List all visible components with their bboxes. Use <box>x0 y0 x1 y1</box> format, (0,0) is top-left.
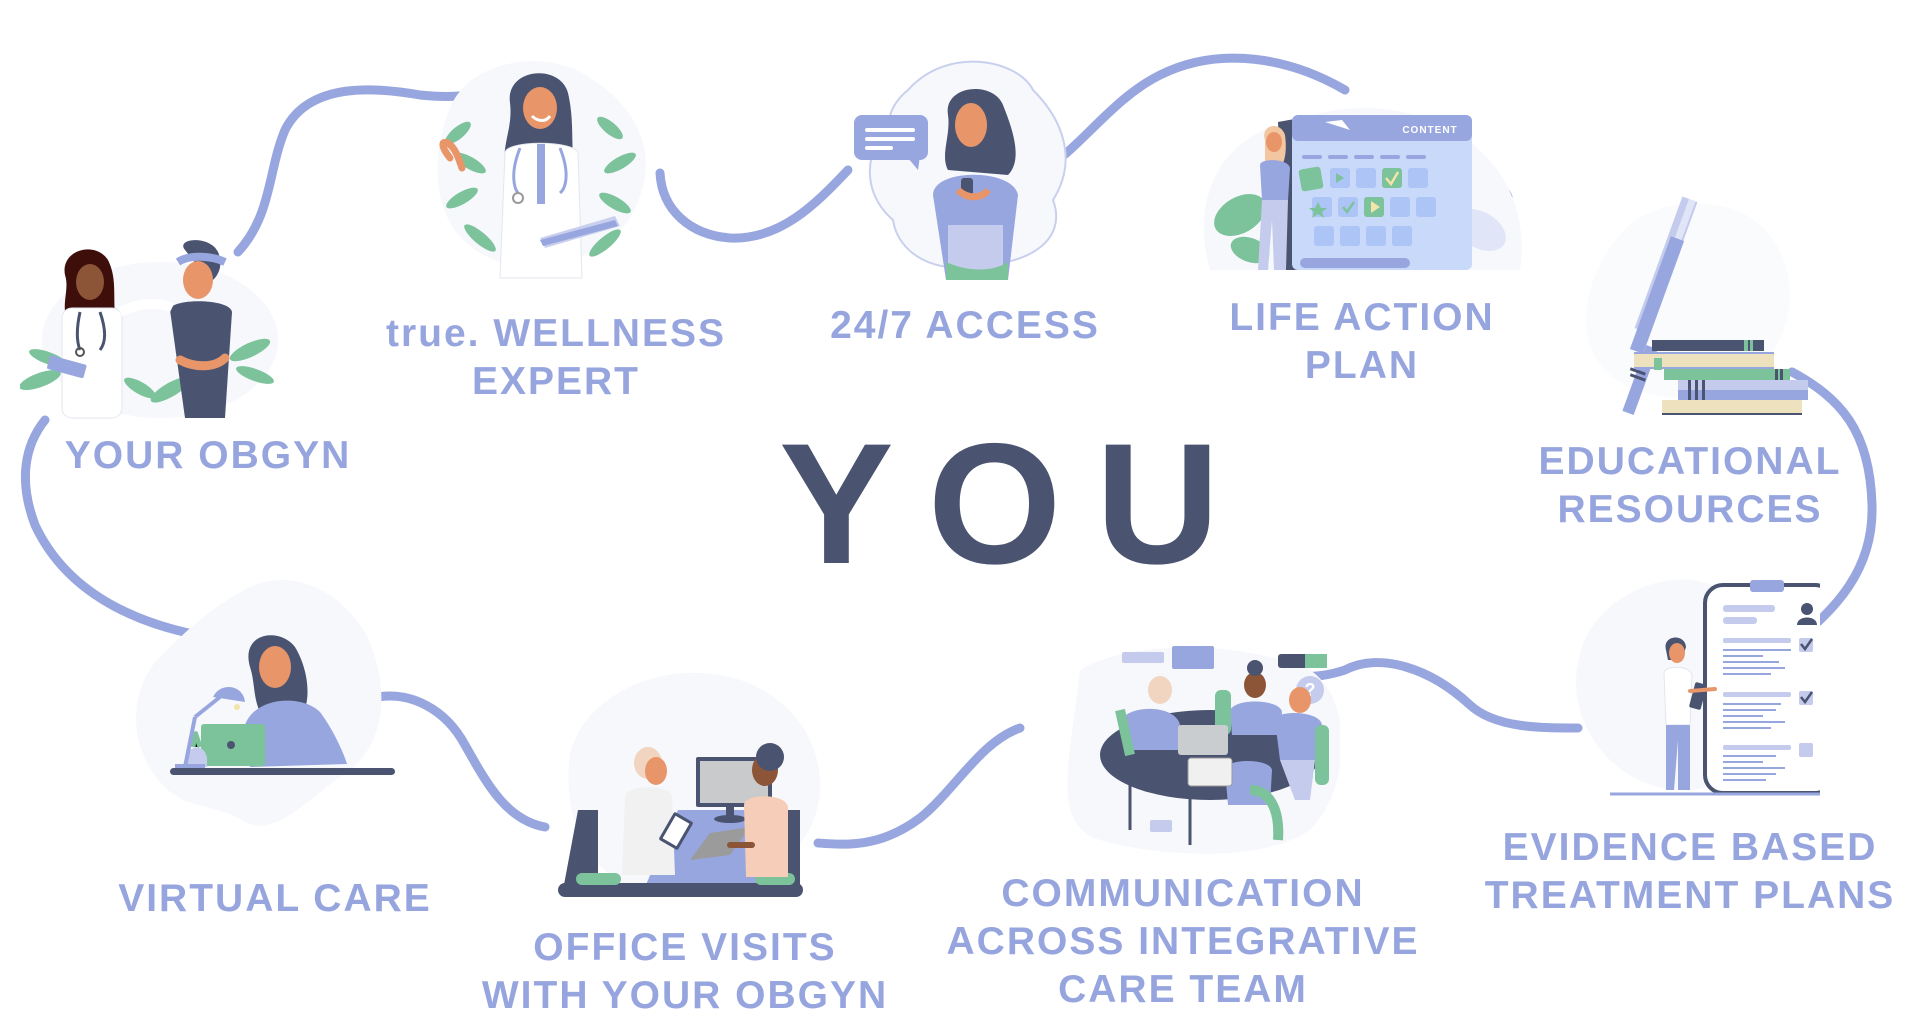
your-obgyn-illustration <box>20 240 290 420</box>
evidence-based-label: EVIDENCE BASED TREATMENT PLANS <box>1484 826 1896 917</box>
communication-label: COMMUNICATION ACROSS INTEGRATIVE CARE TE… <box>946 872 1420 1011</box>
access-label: 24/7 ACCESS <box>830 304 1100 347</box>
life-action-plan-label: LIFE ACTION PLAN <box>1229 296 1495 387</box>
virtual-care-label: VIRTUAL CARE <box>118 877 432 920</box>
communication-illustration: ? <box>1010 640 1340 855</box>
evidence-based-illustration <box>1540 565 1820 805</box>
life-action-plan-illustration: CONTENT <box>1190 80 1540 280</box>
wellness-expert-label: true. WELLNESS EXPERT <box>385 312 727 403</box>
educational-resources-illustration <box>1570 195 1810 415</box>
content-board-label: CONTENT <box>1402 125 1457 136</box>
educational-resources-label: EDUCATIONAL RESOURCES <box>1538 440 1842 531</box>
access-illustration <box>828 50 1088 280</box>
your-obgyn-label: YOUR OBGYN <box>64 434 352 477</box>
wellness-expert-illustration <box>410 48 670 288</box>
office-visits-illustration <box>530 665 840 905</box>
center-title: YOU <box>779 408 1254 600</box>
chat-bubble-icon <box>854 115 928 170</box>
virtual-care-illustration <box>125 572 410 847</box>
svg-text:?: ? <box>1305 680 1316 700</box>
office-visits-label: OFFICE VISITS WITH YOUR OBGYN <box>481 926 889 1017</box>
